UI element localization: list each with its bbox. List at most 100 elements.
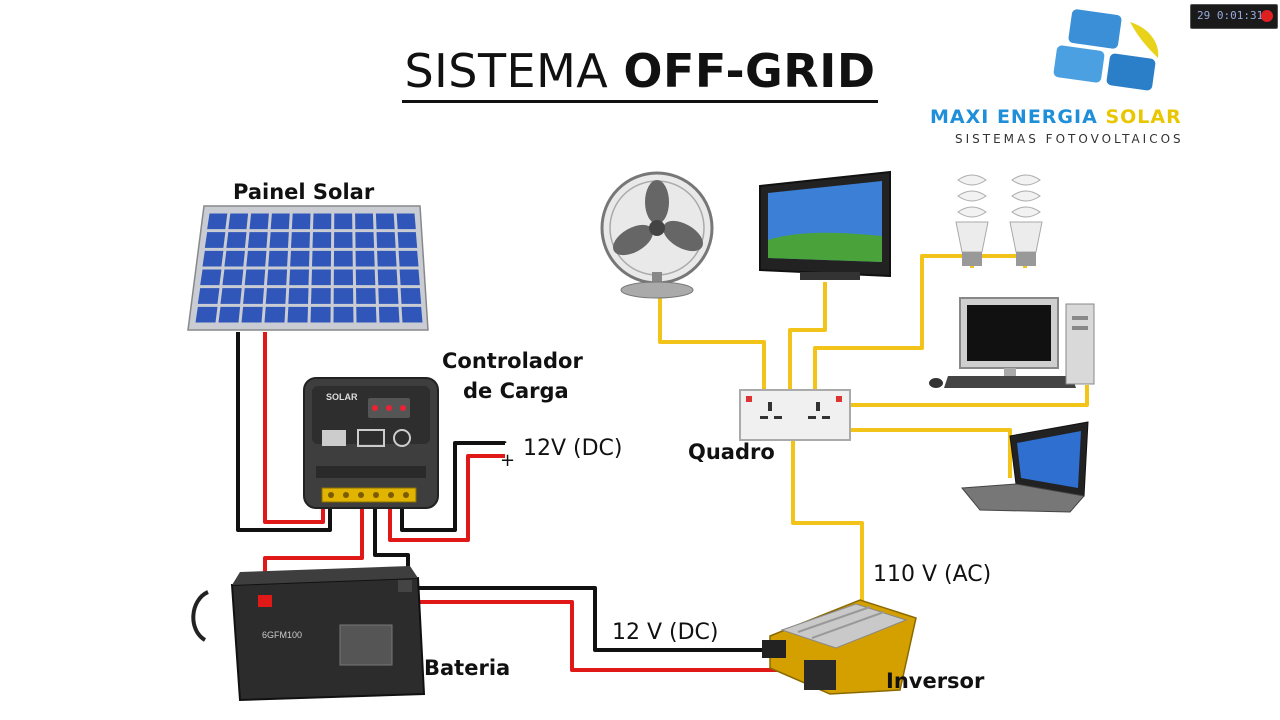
solar-cell bbox=[333, 269, 354, 286]
battery-model-text: 6GFM100 bbox=[262, 630, 302, 640]
label-battery: Bateria bbox=[424, 656, 511, 680]
solar-cell bbox=[266, 269, 288, 286]
wire-ac-desktop bbox=[848, 385, 1089, 407]
solar-cell bbox=[333, 306, 354, 323]
solar-cell bbox=[200, 269, 222, 286]
solar-cell bbox=[269, 232, 289, 248]
solar-cell bbox=[226, 232, 247, 248]
solar-cell bbox=[334, 232, 353, 248]
solar-cell bbox=[313, 213, 332, 230]
solar-cell bbox=[197, 288, 220, 304]
label-dc-output: 12V (DC) bbox=[523, 436, 623, 461]
solar-cell bbox=[355, 232, 375, 248]
solar-cell bbox=[195, 306, 218, 323]
tv-icon bbox=[759, 170, 891, 280]
record-indicator-icon: 29 0:01:31 bbox=[1190, 4, 1278, 29]
label-controller-line2: de Carga bbox=[463, 379, 569, 403]
solar-cell bbox=[355, 250, 375, 267]
solar-cell bbox=[220, 288, 242, 304]
label-ac-voltage: 110 V (AC) bbox=[873, 562, 992, 587]
solar-cell bbox=[397, 232, 418, 248]
solar-cell bbox=[377, 269, 398, 286]
solar-cell bbox=[249, 213, 269, 230]
solar-cell bbox=[264, 306, 286, 323]
solar-cell bbox=[289, 269, 309, 286]
solar-cell bbox=[378, 306, 400, 323]
label-battery-dc: 12 V (DC) bbox=[612, 620, 719, 645]
solar-panel-icon bbox=[187, 205, 429, 331]
solar-cell bbox=[204, 232, 226, 248]
solar-cell bbox=[401, 306, 423, 323]
solar-cell bbox=[334, 213, 353, 230]
solar-cell bbox=[310, 306, 331, 323]
inverter-icon bbox=[762, 599, 917, 695]
solar-cell bbox=[241, 306, 263, 323]
wire-ac-inverter bbox=[791, 438, 864, 612]
solar-cell bbox=[270, 213, 290, 230]
dc-output-terminals: - + bbox=[500, 429, 515, 471]
brand-name: MAXI ENERGIA SOLAR bbox=[930, 106, 1182, 128]
label-inverter: Inversor bbox=[886, 669, 985, 693]
solar-cell bbox=[355, 213, 374, 230]
solar-cell bbox=[312, 250, 332, 267]
label-controller-line1: Controlador bbox=[442, 349, 583, 373]
logo-icon bbox=[1053, 9, 1159, 91]
brand-name-part1: MAXI ENERGIA bbox=[930, 106, 1098, 128]
solar-cell bbox=[377, 250, 397, 267]
solar-cell bbox=[265, 288, 287, 304]
wire-ac-tv bbox=[788, 282, 827, 392]
solar-cell bbox=[311, 269, 331, 286]
solar-cell bbox=[376, 232, 396, 248]
solar-cell bbox=[287, 306, 308, 323]
solar-cell bbox=[243, 288, 264, 304]
solar-cell bbox=[312, 232, 332, 248]
controller-brand-text: SOLAR bbox=[326, 392, 358, 402]
lamp-icon bbox=[955, 174, 1043, 266]
solar-cell bbox=[247, 232, 268, 248]
label-solar-panel: Painel Solar bbox=[233, 180, 375, 204]
brand-name-part2: SOLAR bbox=[1105, 106, 1182, 128]
solar-cell bbox=[378, 288, 399, 304]
outlet-board-icon bbox=[739, 389, 851, 441]
page-title: SISTEMA OFF-GRID bbox=[0, 44, 1280, 103]
solar-cell bbox=[246, 250, 267, 267]
solar-cell bbox=[222, 269, 244, 286]
wire-dc-out-positive bbox=[388, 454, 505, 542]
solar-cell bbox=[228, 213, 249, 230]
solar-cell bbox=[400, 288, 422, 304]
solar-cell bbox=[290, 250, 310, 267]
label-distribution-board: Quadro bbox=[688, 440, 775, 464]
solar-cell bbox=[244, 269, 266, 286]
solar-cell bbox=[290, 232, 310, 248]
fan-icon bbox=[600, 171, 714, 299]
solar-cell bbox=[396, 213, 416, 230]
solar-cell bbox=[356, 288, 376, 304]
charge-controller-icon: SOLAR bbox=[303, 377, 439, 509]
title-bold: OFF-GRID bbox=[623, 44, 876, 98]
desktop-computer-icon bbox=[929, 297, 1095, 388]
wire-panel-negative bbox=[236, 332, 332, 532]
wire-ac-laptop bbox=[848, 428, 1012, 478]
solar-cell bbox=[291, 213, 311, 230]
solar-cell bbox=[355, 269, 376, 286]
wire-dc-out-negative bbox=[400, 441, 505, 532]
solar-cell bbox=[399, 269, 420, 286]
solar-cell bbox=[398, 250, 419, 267]
svg-text:+: + bbox=[500, 450, 515, 471]
solar-cell bbox=[333, 288, 354, 304]
wire-batt-inv-negative bbox=[410, 586, 770, 652]
solar-cell bbox=[224, 250, 245, 267]
solar-cell bbox=[288, 288, 309, 304]
solar-cell bbox=[375, 213, 395, 230]
solar-cell bbox=[333, 250, 353, 267]
solar-cell bbox=[207, 213, 228, 230]
solar-cell bbox=[218, 306, 241, 323]
battery-icon: 6GFM100 bbox=[191, 566, 426, 702]
brand-tagline: SISTEMAS FOTOVOLTAICOS bbox=[955, 132, 1184, 146]
wire-ac-fan bbox=[658, 292, 766, 392]
svg-text:-: - bbox=[500, 429, 507, 453]
solar-cell bbox=[202, 250, 224, 267]
title-regular: SISTEMA bbox=[404, 44, 609, 98]
wire-panel-positive bbox=[263, 332, 325, 524]
